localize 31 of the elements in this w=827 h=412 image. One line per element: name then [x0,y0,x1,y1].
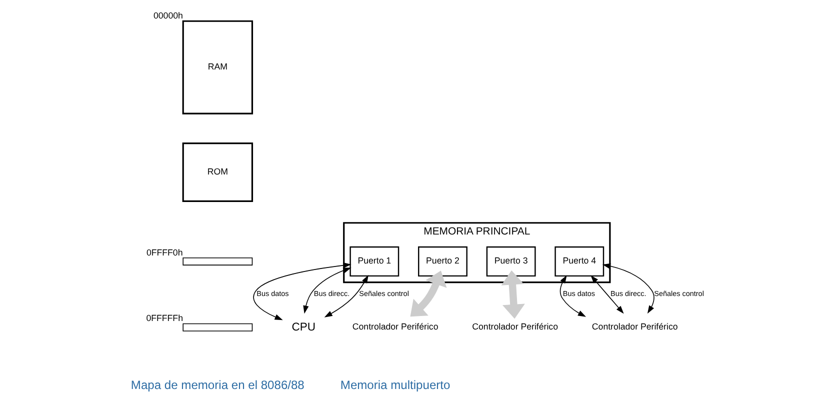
edge-label: Bus datos [256,289,288,298]
node-text: Controlador Periférico [472,322,558,332]
node-text: Controlador Periférico [591,322,678,332]
node-text: Controlador Periférico [352,322,438,332]
edge-label: Señales control [358,289,408,298]
arrow [590,275,624,314]
node-label: 0FFFFFh [146,313,183,324]
node-label: 0FFFF0h [146,247,182,258]
node-box: ROM [182,142,253,202]
edge-label: Señales control [654,289,704,298]
arrow [410,270,446,317]
node-text: CPU [291,321,316,334]
arrow [324,275,368,318]
node-box: RAM [182,20,253,114]
label: Mapa de memoria en el 8086/88 [130,378,304,392]
node-box: Puerto 1 [349,246,399,277]
label: Memoria multipuerto [340,378,450,392]
node-box [182,323,252,332]
arrow [302,268,351,314]
arrow [602,263,654,314]
arrow [252,262,351,320]
edge-label: Bus direcc. [610,289,646,298]
arrow [559,275,586,317]
node-box: Puerto 3 [486,246,536,277]
node-label: 00000h [152,10,182,21]
node-box [182,257,252,266]
node-box: Puerto 4 [554,246,604,277]
node-box: Puerto 2 [418,246,467,277]
arrow [500,270,524,319]
edge-label: Bus datos [562,289,595,298]
edge-label: Bus direcc. [313,289,350,298]
